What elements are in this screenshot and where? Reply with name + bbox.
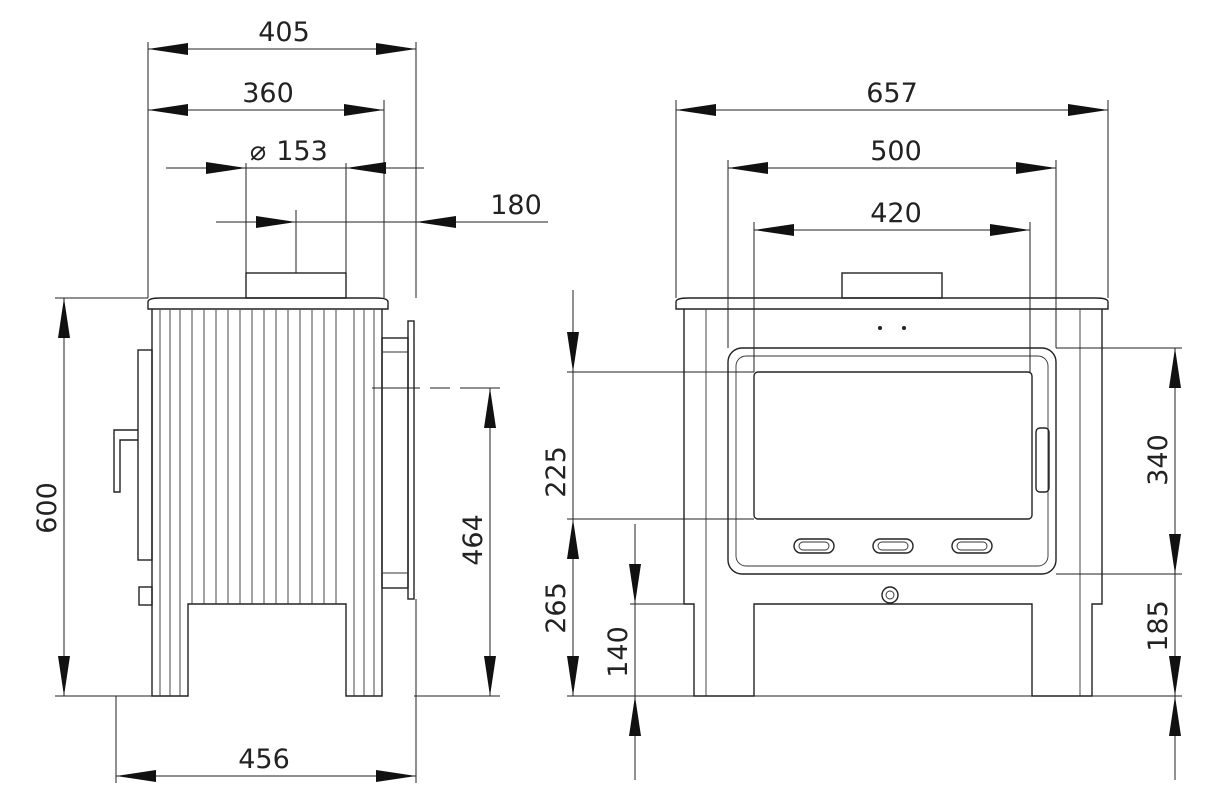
dim-657-label: 657 xyxy=(866,78,918,109)
side-flutes xyxy=(159,310,375,696)
front-door-inner xyxy=(735,355,1049,567)
dim-340-label: 340 xyxy=(1143,434,1174,486)
side-rear-shield xyxy=(381,337,409,589)
dim-340: 340 xyxy=(1143,348,1181,780)
dim-464-label: 464 xyxy=(458,514,489,566)
front-vent-left xyxy=(793,538,835,554)
dim-180: 180 xyxy=(216,190,548,228)
side-flue-collar xyxy=(245,272,347,299)
front-ash-knob xyxy=(881,586,899,604)
dim-500: 500 xyxy=(728,136,1056,174)
side-ash-knob xyxy=(138,586,153,606)
dim-405-label: 405 xyxy=(258,17,310,48)
front-top-plate xyxy=(675,297,1109,310)
dim-600-label: 600 xyxy=(32,482,63,534)
dim-225: 225 xyxy=(541,290,579,696)
front-dot-right xyxy=(902,326,906,330)
dim-420: 420 xyxy=(754,198,1030,236)
front-door-handle xyxy=(1035,427,1050,493)
front-flue-collar xyxy=(841,272,943,299)
dim-420-label: 420 xyxy=(870,198,922,229)
front-body xyxy=(683,309,1103,697)
dim-456: 456 xyxy=(116,744,416,782)
dim-600: 600 xyxy=(32,298,70,696)
dim-225-label: 225 xyxy=(541,446,572,498)
dim-265-label: 265 xyxy=(541,582,572,634)
dim-185-label: 185 xyxy=(1143,600,1174,652)
dim-500-label: 500 xyxy=(870,136,922,167)
side-body xyxy=(151,309,383,697)
dim-657: 657 xyxy=(676,78,1108,116)
side-top-plate xyxy=(147,297,389,310)
side-door xyxy=(137,349,153,561)
dim-140: 140 xyxy=(603,524,641,780)
dim-140-label: 140 xyxy=(603,626,634,678)
front-view xyxy=(675,272,1109,697)
dim-464: 464 xyxy=(458,388,496,696)
side-view xyxy=(113,272,415,697)
dim-180-label: 180 xyxy=(490,190,542,221)
dim-360: 360 xyxy=(148,78,384,116)
side-door-handle xyxy=(113,429,138,493)
dim-456-label: 456 xyxy=(238,744,290,775)
diameter-symbol: ⌀ xyxy=(250,136,266,167)
front-vent-right xyxy=(951,538,993,554)
front-dot-left xyxy=(878,326,882,330)
front-extension-lines xyxy=(567,100,1182,697)
front-glass xyxy=(753,371,1033,520)
front-vent-center xyxy=(872,538,914,554)
dim-153-label: 153 xyxy=(276,136,328,167)
dim-185: 185 xyxy=(1143,600,1181,736)
side-rear-plate xyxy=(407,320,415,600)
front-door-outer xyxy=(727,347,1057,575)
side-extension-lines xyxy=(55,42,500,783)
dim-265: 265 xyxy=(541,582,579,696)
dim-153: ⌀ 153 xyxy=(166,136,424,174)
dim-405: 405 xyxy=(148,17,416,55)
dim-360-label: 360 xyxy=(242,78,294,109)
